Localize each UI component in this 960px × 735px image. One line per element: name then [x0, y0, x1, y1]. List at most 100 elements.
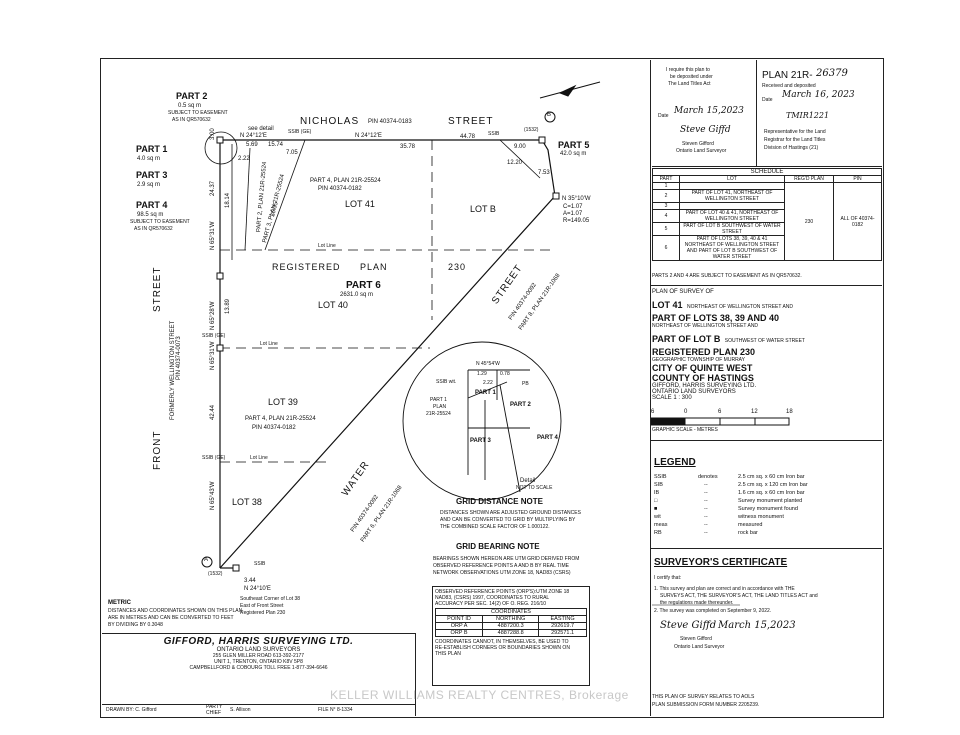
- detail-pb: PB: [522, 381, 529, 387]
- certificate-title2: Ontario Land Surveyor: [674, 644, 725, 650]
- schedule-pin: ALL OF 40374-0182: [833, 182, 882, 261]
- legend-desc: Survey monument found: [738, 506, 798, 512]
- scale-tick-4: 18: [786, 409, 793, 415]
- legend-symbol: meas: [654, 522, 668, 528]
- part4-easement: SUBJECT TO EASEMENT: [130, 219, 190, 225]
- legend-desc: Survey monument planted: [738, 498, 803, 504]
- rep-line2: Registrar for the Land Titles: [764, 137, 826, 143]
- see-detail-note: see detail: [248, 126, 274, 132]
- schedule-part: 3: [652, 202, 680, 210]
- table-row: ORP A 4887200.3 292619.7: [434, 622, 587, 630]
- bearing-left-2: N 65°28'W: [210, 301, 216, 330]
- deposit-surveyor-title: Ontario Land Surveyor: [676, 148, 727, 154]
- front-street-word: STREET: [152, 266, 163, 312]
- plan-label: PLAN 21R-: [762, 70, 813, 81]
- pin-a: PIN 40374-0182: [318, 186, 362, 192]
- dist-35-78: 35.78: [400, 144, 416, 150]
- marker-a-circle: [201, 556, 213, 568]
- marker-b-label: B: [547, 112, 552, 118]
- firm-name: GIFFORD, HARRIS SURVEYING LTD.: [163, 636, 354, 647]
- orp-note3: THIS PLAN: [435, 651, 461, 657]
- certificate-signature-date: March 15,2023: [718, 620, 796, 631]
- detail-plan-ref-2: PLAN: [433, 404, 447, 410]
- divider: [650, 440, 882, 441]
- coord-id: ORP A: [434, 622, 484, 630]
- title-lot41: LOT 41: [652, 300, 683, 310]
- detail-d129: 1.29: [477, 371, 487, 377]
- legend-desc: 2.5 cm sq. x 60 cm Iron bar: [738, 474, 805, 480]
- detail-d222: 2.22: [483, 380, 493, 386]
- schedule-reg-plan: 230: [784, 182, 834, 261]
- legend-sep: --: [704, 522, 708, 528]
- bearing-top: N 24°12'E: [355, 133, 382, 139]
- title-registered-plan: REGISTERED PLAN 230: [652, 347, 756, 357]
- schedule-part: 2: [652, 189, 680, 203]
- grid-distance-line2: AND CAN BE CONVERTED TO GRID BY MULTIPLY…: [440, 517, 576, 523]
- metric-line2: ARE IN METRES AND CAN BE CONVERTED TO FE…: [108, 615, 234, 621]
- orp-box: OBSERVED REFERENCE POINTS (ORP'S):UTM ZO…: [432, 586, 590, 686]
- legend-desc: witness monument: [738, 514, 784, 520]
- party-chief-name: S. Allison: [230, 707, 251, 713]
- coords-col-northing: NORTHING: [482, 615, 540, 623]
- legend-symbol: ■: [654, 506, 658, 512]
- cert-p1b: SURVEYS ACT, THE SURVEYOR'S ACT, THE LAN…: [660, 593, 818, 599]
- bearing-top-short: N 24°12'E: [240, 133, 267, 139]
- coord-easting: 292619.7: [538, 622, 587, 630]
- title-northeast: NORTHEAST OF WELLINGTON STREET AND: [652, 323, 759, 329]
- part4-plan-b: PART 4, PLAN 21R-25524: [245, 416, 316, 422]
- title-lot-b: PART OF LOT B: [652, 334, 721, 344]
- party-chief-label: PARTY CHIEF: [206, 704, 223, 716]
- right-panel-border: [650, 60, 883, 716]
- legend-symbol: wit: [654, 514, 661, 520]
- plan-word-label: PLAN: [360, 262, 388, 272]
- bearing-24-10: N 24°10'E: [244, 586, 271, 592]
- legend-desc: 1.6 cm sq. x 60 cm Iron bar: [738, 490, 805, 496]
- dist-9-00: 9.00: [514, 144, 526, 150]
- schedule-lot: [679, 202, 785, 210]
- dist-24-37: 24.37: [210, 180, 216, 196]
- graphic-scale-bar: [650, 417, 790, 426]
- divider: [650, 548, 882, 549]
- dist-7-05: 7.05: [286, 150, 298, 156]
- certificate-title: SURVEYOR'S CERTIFICATE: [654, 557, 788, 568]
- schedule-lot: [679, 182, 785, 190]
- legend-row: □--Survey monument planted: [654, 498, 880, 506]
- dist-12-20: 12.20: [507, 160, 523, 166]
- ssib-ge-top: SSIB (GE): [288, 129, 312, 135]
- metric-title: METRIC: [108, 600, 131, 606]
- grid-distance-line1: DISTANCES SHOWN ARE ADJUSTED GROUND DIST…: [440, 510, 581, 516]
- schedule-part: 5: [652, 222, 680, 236]
- legend-desc: 2.5 cm sq. x 120 cm Iron bar: [738, 482, 808, 488]
- dist-18-14: 18.14: [225, 192, 231, 208]
- title-firm: GIFFORD, HARRIS SURVEYING LTD.: [652, 383, 757, 389]
- firm-addr2: UNIT 1, TRENTON, ONTARIO K8V 5P8: [214, 659, 303, 665]
- divider: [650, 285, 882, 286]
- legend-row: SIB--2.5 cm sq. x 120 cm Iron bar: [654, 482, 880, 490]
- southeast-corner-1: Southeast Corner of Lot 38: [240, 596, 301, 602]
- grid-bearing-line1: BEARINGS SHOWN HEREON ARE UTM GRID DERIV…: [433, 556, 580, 562]
- deposit-date-label: Date: [658, 113, 669, 119]
- curve-r: R=149.05: [563, 218, 590, 224]
- file-number: FILE N° 8-1334: [318, 707, 353, 713]
- legend-desc: rock bar: [738, 530, 758, 536]
- detail-title: Detail: [520, 478, 536, 484]
- bearing-left-4: N 65°43'W: [210, 481, 216, 510]
- detail-part1: PART 1: [475, 390, 496, 396]
- legend-sep: --: [704, 506, 708, 512]
- schedule-lot: PART OF LOT 40 & 41, NORTHEAST OF WELLIN…: [679, 209, 785, 223]
- dist-5-69: 5.69: [246, 142, 258, 148]
- title-block: PLAN OF SURVEY OF LOT 41 NORTHEAST OF WE…: [652, 289, 882, 401]
- dist-44-78: 44.78: [460, 134, 476, 140]
- coord-northing: 4887200.3: [482, 622, 540, 630]
- scale-tick-1: 0: [684, 409, 688, 415]
- firm-sub: ONTARIO LAND SURVEYORS: [216, 647, 301, 653]
- metric-line1: DISTANCES AND COORDINATES SHOWN ON THIS …: [108, 608, 243, 614]
- graphic-scale-label: GRAPHIC SCALE - METRES: [652, 427, 718, 433]
- schedule-col-plan: REG'D PLAN: [784, 175, 834, 183]
- legend-row: wit--witness monument: [654, 514, 880, 522]
- nicholas-street-word: STREET: [448, 116, 494, 127]
- cert-p1c: the regulations made thereunder.: [660, 600, 734, 606]
- part2-label: PART 2: [176, 91, 208, 101]
